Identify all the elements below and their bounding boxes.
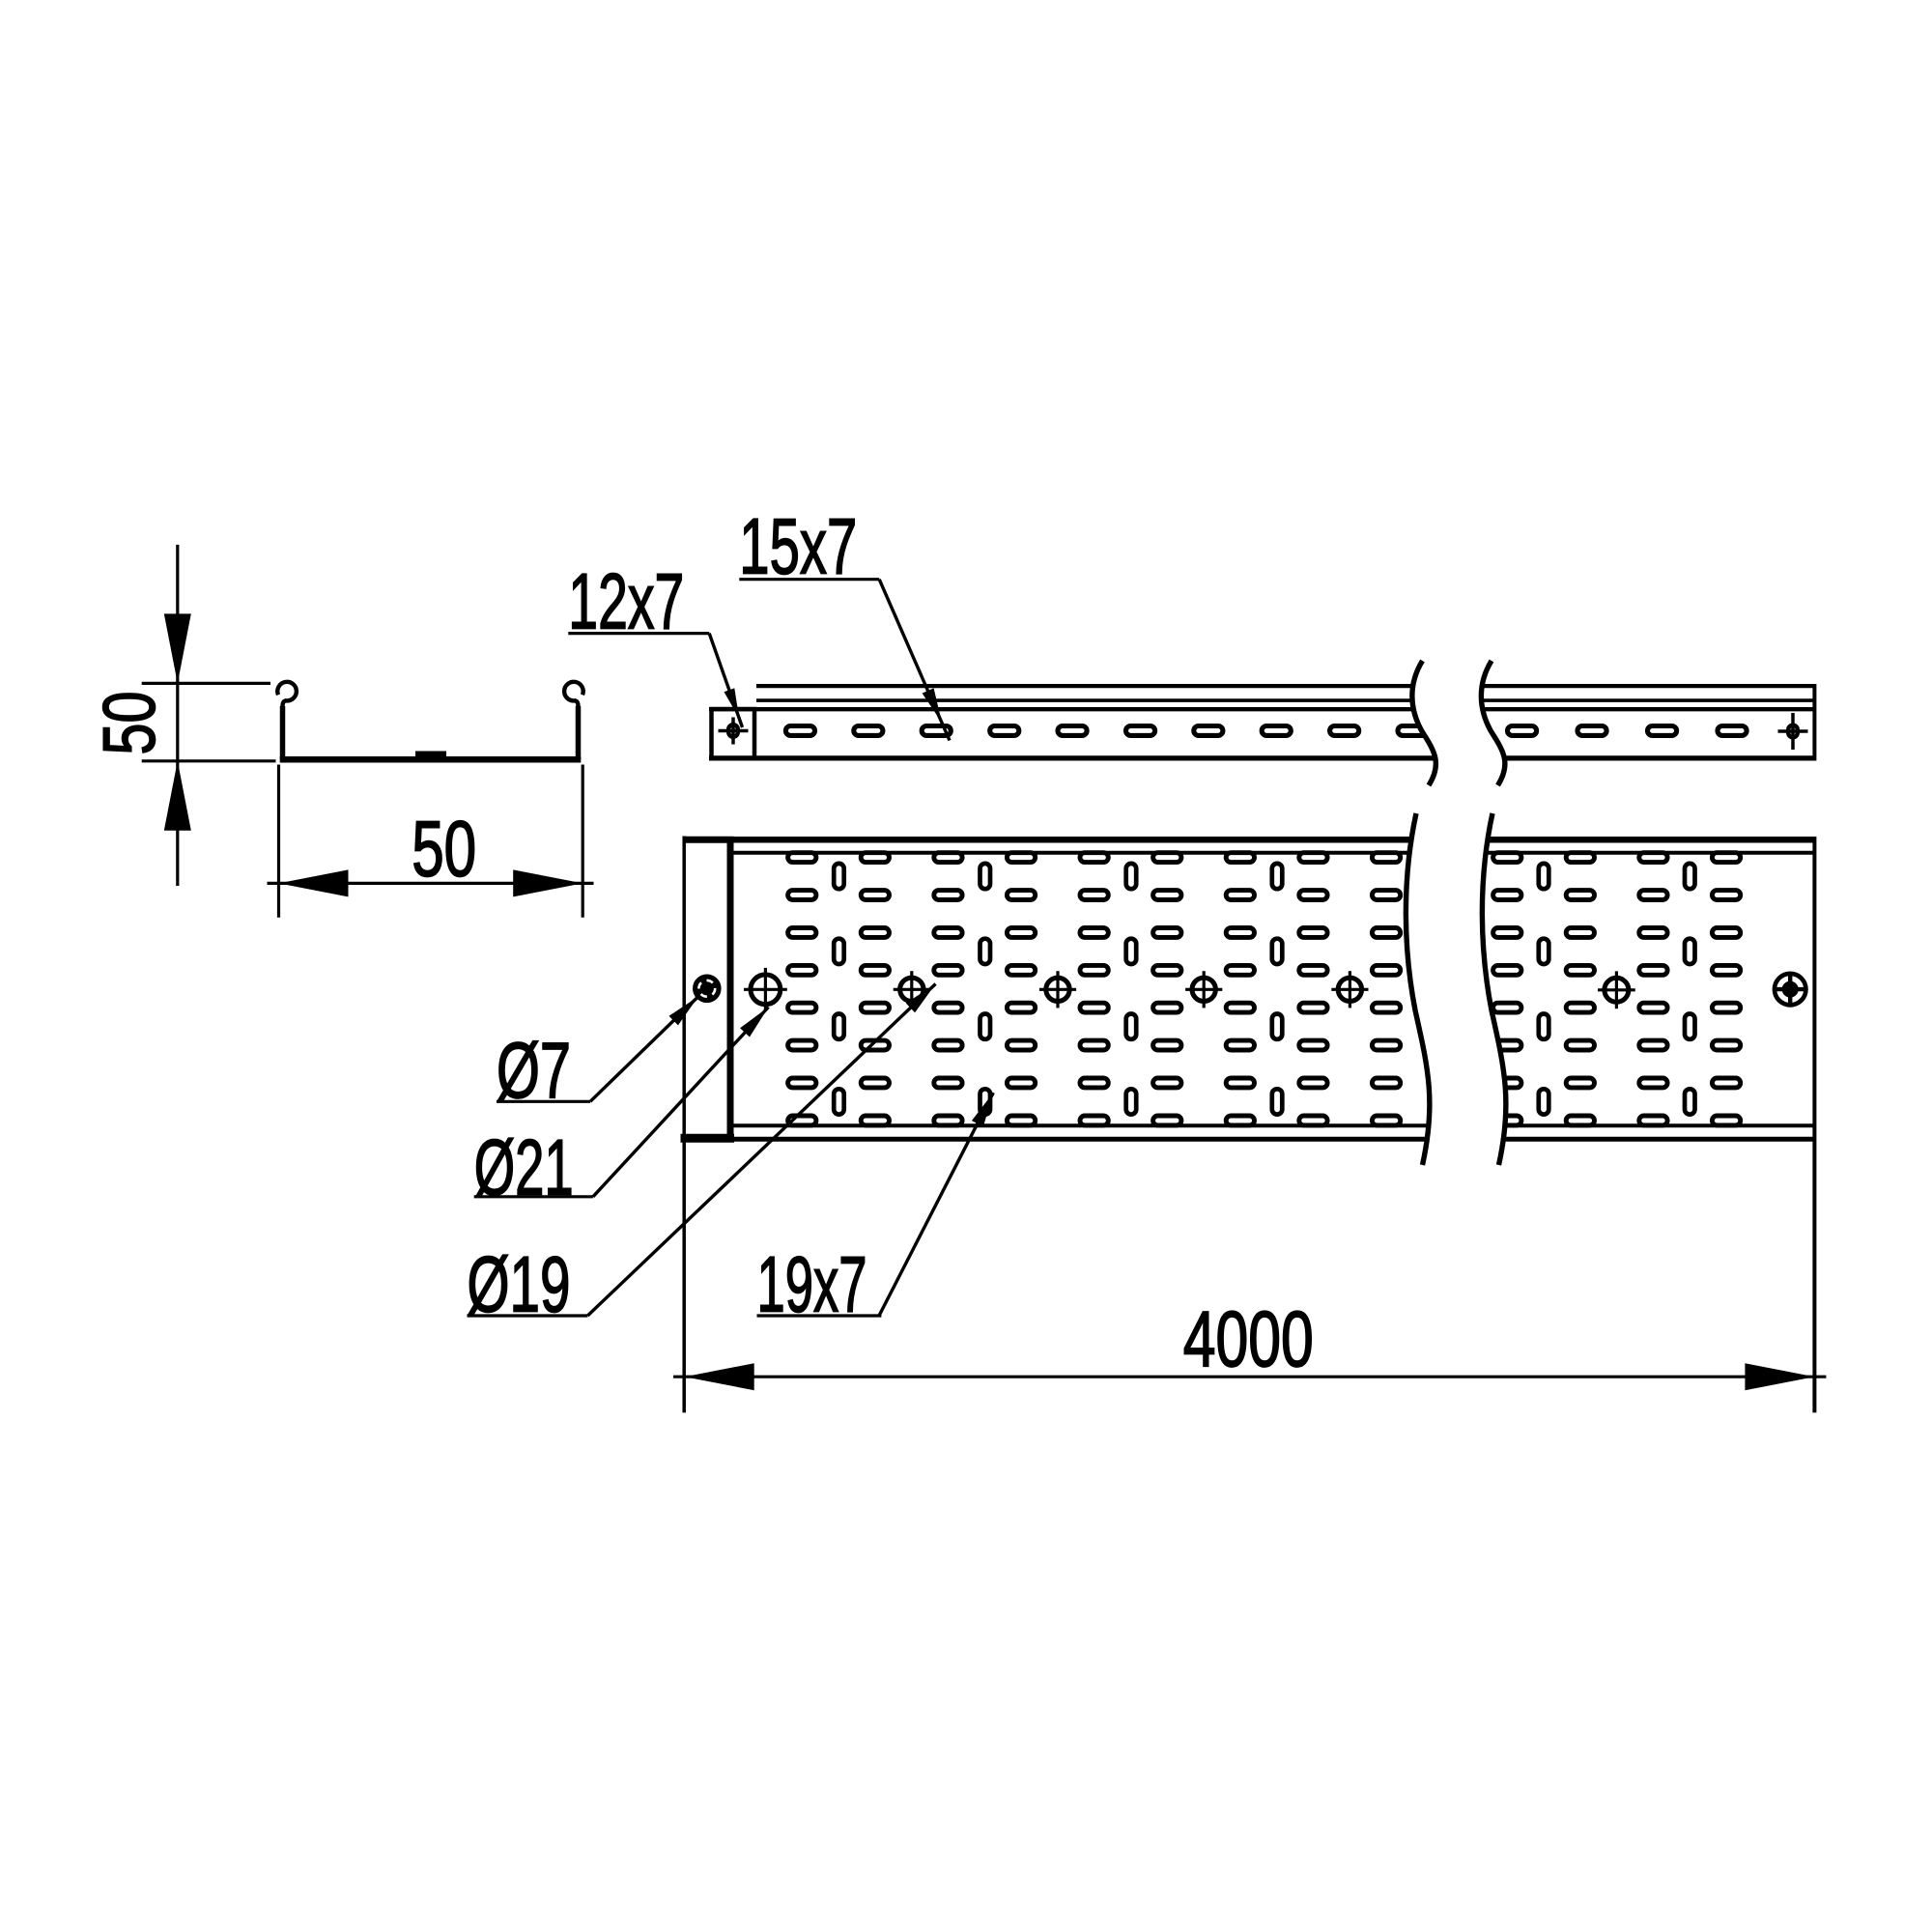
svg-text:4000: 4000: [1183, 1295, 1314, 1383]
svg-text:15x7: 15x7: [739, 503, 857, 591]
svg-text:50: 50: [89, 692, 171, 755]
svg-text:Ø21: Ø21: [474, 1124, 574, 1212]
svg-text:12x7: 12x7: [568, 558, 684, 646]
svg-text:50: 50: [412, 806, 476, 894]
